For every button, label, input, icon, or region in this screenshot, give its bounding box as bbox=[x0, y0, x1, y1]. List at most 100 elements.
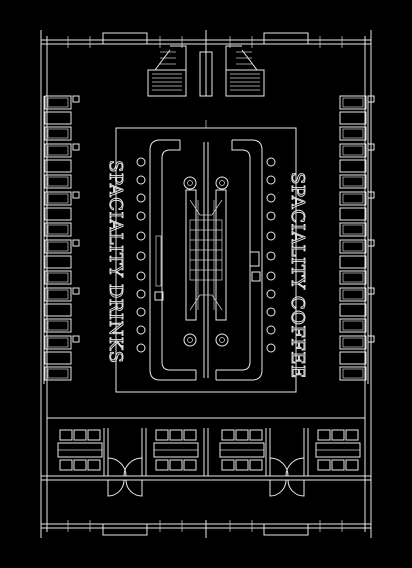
chair bbox=[345, 429, 359, 441]
stool bbox=[266, 157, 276, 167]
door-right-lower bbox=[269, 479, 305, 497]
stool bbox=[136, 325, 146, 335]
chair-seat bbox=[47, 97, 69, 108]
chair bbox=[339, 239, 367, 254]
chair bbox=[44, 270, 72, 285]
stool bbox=[266, 325, 276, 335]
bar-stools bbox=[136, 157, 276, 353]
chair bbox=[339, 287, 367, 302]
bottom-booth bbox=[153, 429, 199, 471]
stool bbox=[136, 343, 146, 353]
chair bbox=[331, 429, 345, 441]
chair bbox=[235, 459, 249, 471]
chair bbox=[339, 222, 367, 237]
chair bbox=[59, 459, 73, 471]
table bbox=[339, 159, 367, 173]
top-wall-windows bbox=[41, 30, 371, 96]
booth bbox=[44, 143, 80, 189]
stool bbox=[136, 289, 146, 299]
bottom-booth bbox=[57, 429, 103, 471]
chair bbox=[44, 239, 72, 254]
chair-seat bbox=[342, 272, 364, 283]
side-stool bbox=[72, 191, 80, 199]
chair-seat bbox=[342, 368, 364, 379]
booth bbox=[339, 335, 375, 381]
stool bbox=[266, 271, 276, 281]
chair bbox=[249, 459, 263, 471]
chair bbox=[183, 459, 197, 471]
bottom-booth bbox=[315, 429, 361, 471]
chair bbox=[339, 366, 367, 381]
bottom-wall-windows bbox=[40, 520, 372, 538]
chair bbox=[44, 143, 72, 158]
booth bbox=[339, 95, 375, 141]
stool bbox=[136, 307, 146, 317]
chair bbox=[249, 429, 263, 441]
chair-seat bbox=[47, 193, 69, 204]
chair-seat bbox=[342, 193, 364, 204]
staircase-left bbox=[147, 45, 187, 97]
booth bbox=[44, 335, 80, 381]
chair bbox=[339, 126, 367, 141]
chair bbox=[87, 459, 101, 471]
table bbox=[44, 207, 72, 221]
table bbox=[44, 159, 72, 173]
chair-seat bbox=[47, 320, 69, 331]
chair-seat bbox=[47, 224, 69, 235]
chair bbox=[44, 366, 72, 381]
stool bbox=[266, 193, 276, 203]
chair-seat bbox=[342, 145, 364, 156]
table bbox=[339, 255, 367, 269]
chair-seat bbox=[47, 128, 69, 139]
chair bbox=[221, 459, 235, 471]
booth bbox=[339, 191, 375, 237]
side-stool bbox=[72, 335, 80, 343]
stool bbox=[266, 175, 276, 185]
label-spaciality-coffee: SPACIALITY COFFEE bbox=[287, 172, 308, 379]
chair bbox=[73, 429, 87, 441]
chair bbox=[169, 459, 183, 471]
chair bbox=[183, 429, 197, 441]
chair-seat bbox=[342, 337, 364, 348]
chair bbox=[339, 335, 367, 350]
chair bbox=[44, 335, 72, 350]
booth bbox=[44, 95, 80, 141]
chair bbox=[339, 174, 367, 189]
stool bbox=[136, 175, 146, 185]
booth bbox=[44, 287, 80, 333]
table bbox=[44, 111, 72, 125]
chair-seat bbox=[342, 241, 364, 252]
chair bbox=[44, 191, 72, 206]
chair bbox=[339, 318, 367, 333]
stool bbox=[266, 343, 276, 353]
chair-seat bbox=[342, 97, 364, 108]
stool bbox=[136, 251, 146, 261]
chair-seat bbox=[47, 368, 69, 379]
stool bbox=[136, 231, 146, 241]
chair bbox=[339, 95, 367, 110]
bottom-seating-zone bbox=[41, 417, 371, 481]
chair bbox=[339, 143, 367, 158]
right-booth-seating bbox=[339, 95, 375, 384]
door-right bbox=[269, 457, 305, 477]
chair-seat bbox=[47, 272, 69, 283]
chair bbox=[44, 287, 72, 302]
bottom-booths bbox=[57, 429, 361, 471]
booth bbox=[44, 239, 80, 285]
chair bbox=[44, 174, 72, 189]
stool bbox=[136, 211, 146, 221]
chair bbox=[339, 270, 367, 285]
table bbox=[44, 255, 72, 269]
stool bbox=[266, 231, 276, 241]
booth bbox=[339, 143, 375, 189]
chair-seat bbox=[47, 145, 69, 156]
side-stool bbox=[72, 239, 80, 247]
door-left bbox=[107, 457, 143, 477]
chair bbox=[345, 459, 359, 471]
chair bbox=[44, 95, 72, 110]
chair-seat bbox=[47, 337, 69, 348]
chair bbox=[339, 191, 367, 206]
chair bbox=[331, 459, 345, 471]
chair bbox=[44, 126, 72, 141]
side-stool bbox=[72, 95, 80, 103]
